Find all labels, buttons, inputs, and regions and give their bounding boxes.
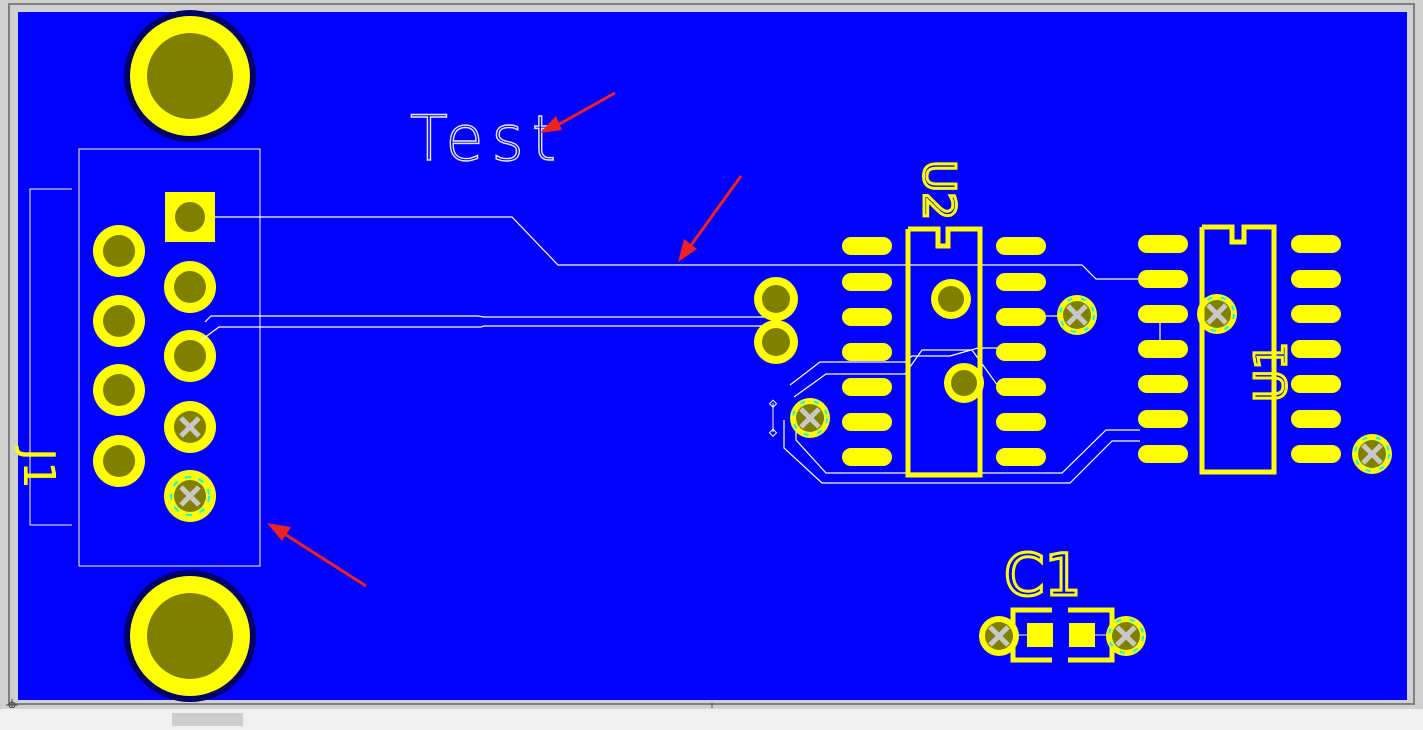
trace-u2-mid <box>793 349 999 398</box>
trace-selection-markers <box>768 399 778 437</box>
trace-bottom-loop-1 <box>783 420 1140 484</box>
u2-pads-right <box>996 237 1046 466</box>
scrollbar-thumb[interactable] <box>172 713 243 726</box>
stitching-vias[interactable] <box>790 294 1392 474</box>
c1-designator: C1 <box>1004 541 1081 609</box>
u2-pads-left <box>842 237 892 466</box>
j1-pad-left-column <box>93 225 145 487</box>
u1-body-outline <box>1199 224 1277 475</box>
horizontal-scrollbar[interactable] <box>0 708 1423 730</box>
mounting-hole-bottom[interactable] <box>124 570 256 702</box>
arrow-to-courtyard <box>267 523 367 588</box>
j1-designator: J1 <box>13 445 64 489</box>
j1-pad-right-column <box>164 261 216 522</box>
trace-pin1-u1 <box>215 216 1140 280</box>
board-text-label[interactable]: Test <box>409 101 564 175</box>
u1-designator: U1 <box>1246 342 1297 402</box>
u2-designator: U2 <box>913 160 964 220</box>
u2-component[interactable]: U2 <box>842 159 1046 478</box>
j1-pads[interactable] <box>93 192 216 522</box>
u1-component[interactable]: U1 <box>1138 224 1341 475</box>
u1-pads-left <box>1138 235 1188 463</box>
u2-body-outline <box>905 226 983 478</box>
mounting-hole-top[interactable] <box>124 10 256 142</box>
arrow-to-text-label <box>540 91 616 133</box>
c1-component[interactable]: C1 <box>979 540 1146 663</box>
arrow-to-trace <box>678 175 743 262</box>
vias[interactable] <box>754 277 798 364</box>
u2-inner-vias <box>931 279 984 403</box>
c1-pad-2 <box>1069 623 1095 647</box>
pcb-editor-canvas[interactable]: J1 Test <box>0 0 1423 712</box>
c1-pad-1 <box>1027 623 1053 647</box>
j1-courtyard <box>29 148 261 567</box>
u1-pads-right <box>1291 235 1341 463</box>
annotation-arrows <box>267 91 743 588</box>
pcb-board-view[interactable]: J1 Test <box>0 0 1423 712</box>
